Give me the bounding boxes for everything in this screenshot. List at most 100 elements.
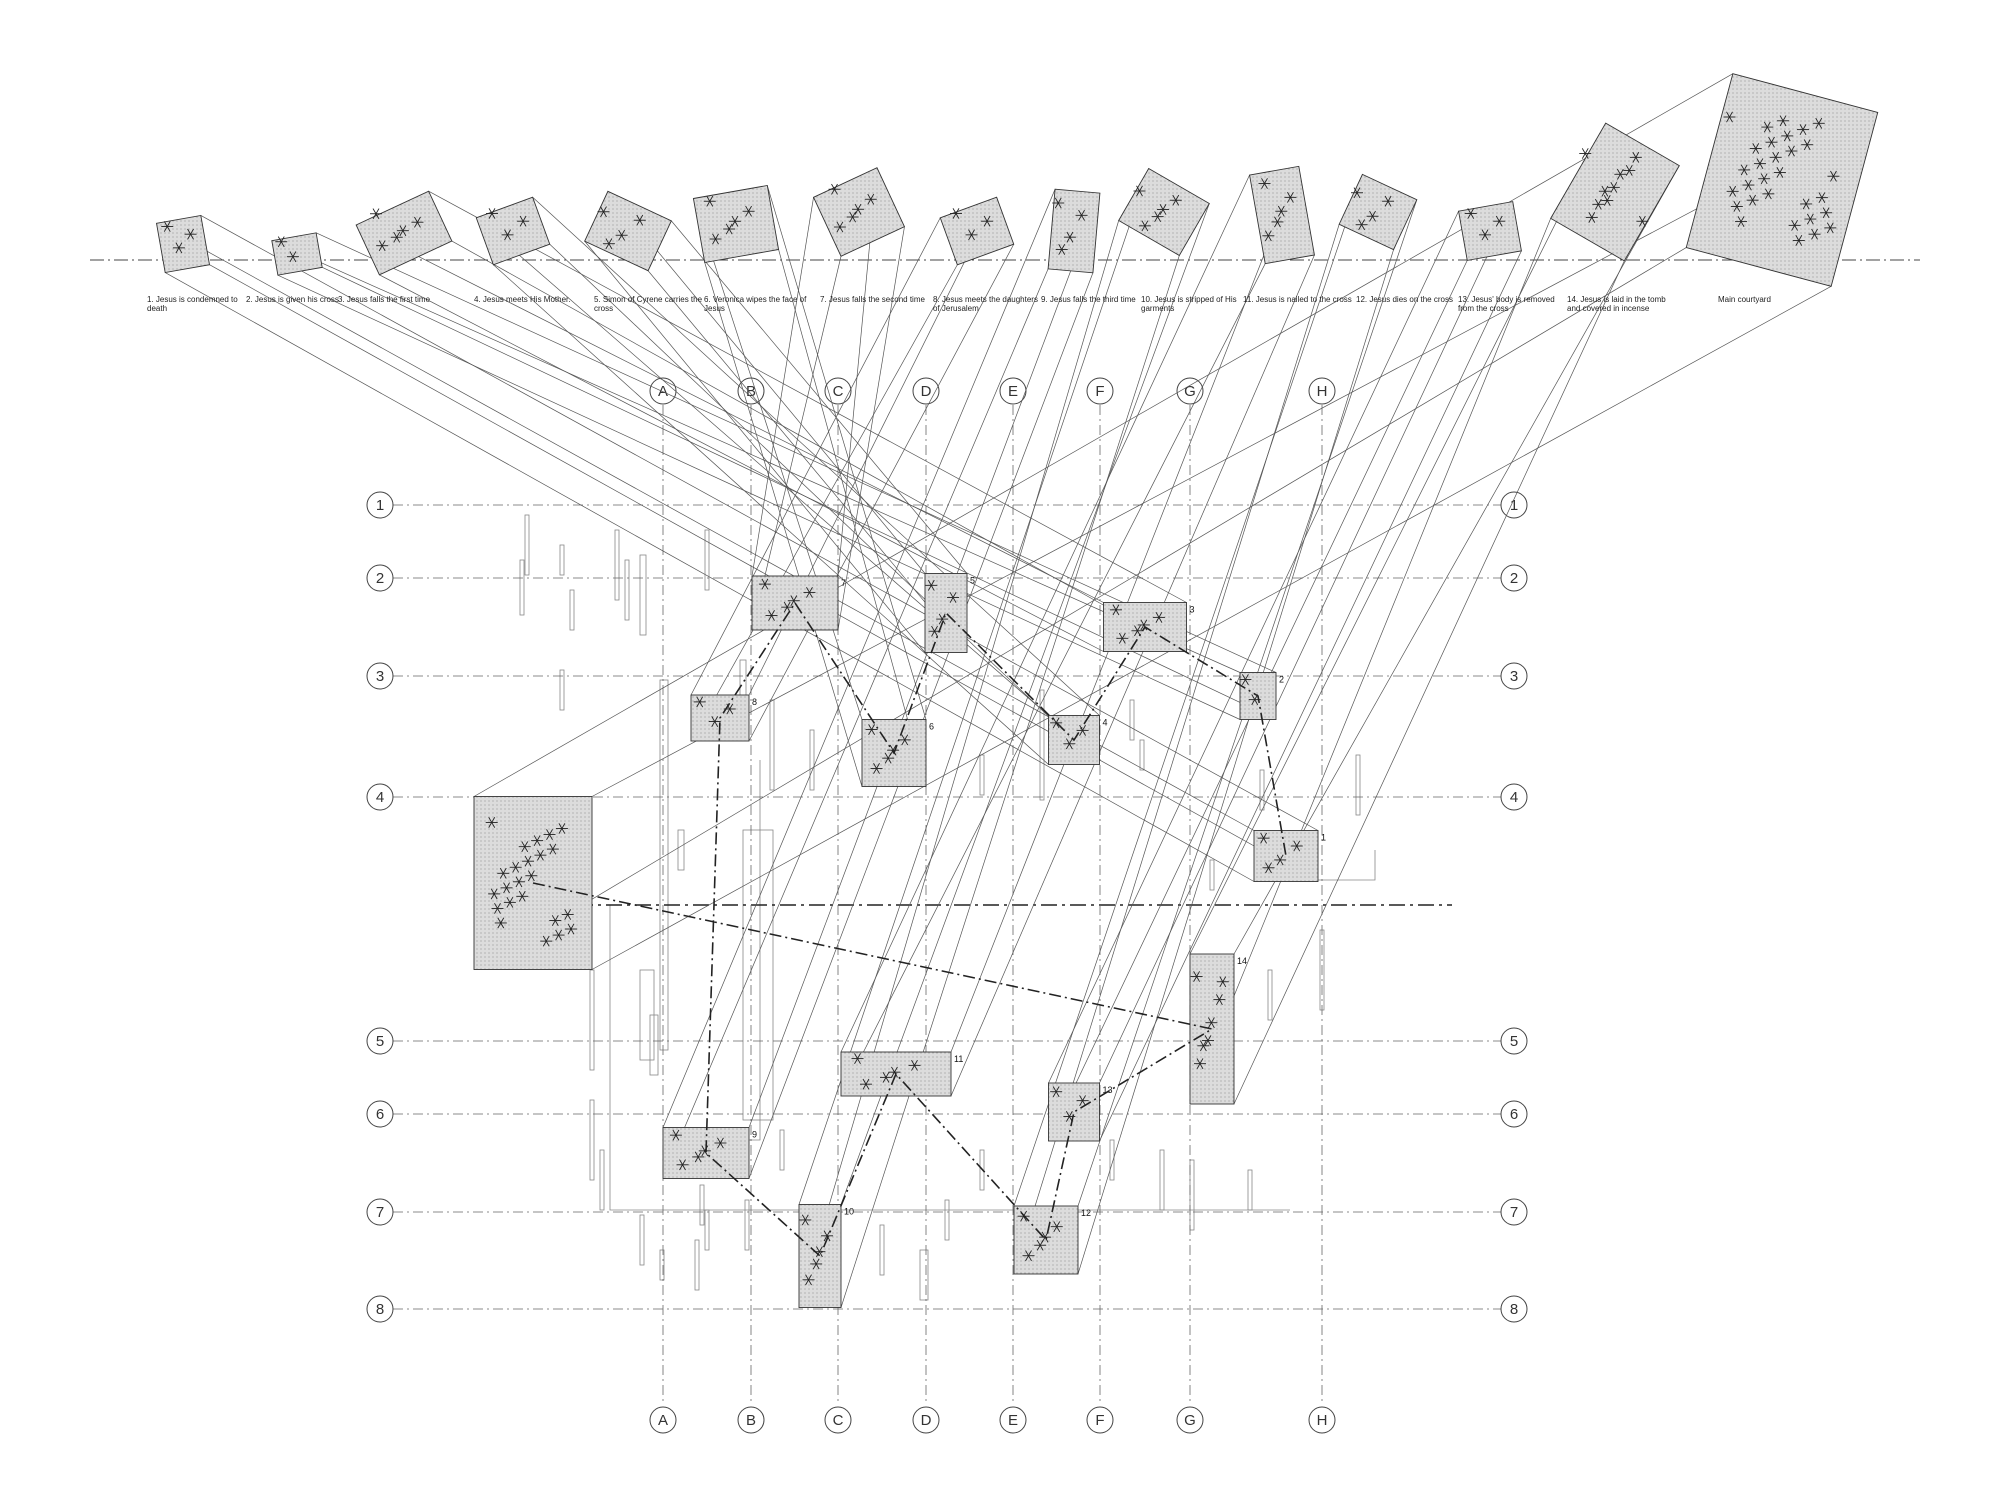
- tree-icon: [1260, 837, 1264, 844]
- tree-icon: [720, 1142, 724, 1149]
- tree-icon: [1193, 971, 1197, 977]
- tree-icon: [1268, 862, 1272, 869]
- tree-icon: [494, 903, 498, 909]
- tree-icon: [1788, 145, 1792, 152]
- tree-icon: [1134, 625, 1138, 631]
- tree-icon: [1470, 208, 1475, 214]
- tree-icon: [1290, 197, 1294, 203]
- tree-icon: [499, 867, 504, 874]
- grid-row-label-right: 6: [1510, 1106, 1518, 1123]
- projection-line: [584, 240, 926, 653]
- tree-icon: [497, 922, 502, 929]
- tree-icon: [1495, 215, 1500, 222]
- tree-icon: [986, 220, 991, 227]
- building-fragment: [1267, 969, 1273, 1021]
- grid-column-label-bottom: H: [1317, 1412, 1328, 1429]
- tree-icon: [1155, 611, 1160, 618]
- grid-bubble: [1500, 1198, 1528, 1226]
- tree-icon: [748, 205, 752, 212]
- tree-icon: [515, 881, 520, 888]
- tree-icon: [809, 592, 813, 598]
- station-plan-square: [1189, 953, 1235, 1105]
- tree-icon: [551, 915, 556, 921]
- tree-icon: [524, 860, 529, 867]
- tree-icon: [968, 229, 972, 236]
- tree-icon: [904, 734, 909, 741]
- tree-icon: [1752, 143, 1757, 149]
- tree-icon: [166, 226, 171, 232]
- tree-icon: [1743, 169, 1748, 176]
- tree-icon: [1216, 994, 1220, 1000]
- tree-icon: [971, 229, 975, 236]
- tree-icon: [1199, 1040, 1204, 1047]
- tree-icon: [1625, 165, 1630, 171]
- tree-icon: [396, 231, 401, 238]
- tree-icon: [493, 888, 498, 895]
- tree-icon: [512, 861, 517, 868]
- tree-icon: [1118, 632, 1123, 639]
- tree-icon: [1222, 976, 1227, 982]
- tree-icon: [1069, 236, 1074, 243]
- tree-icon: [1267, 235, 1272, 242]
- grid-bubble: [366, 783, 394, 811]
- tree-icon: [887, 757, 892, 764]
- station-thumbnail: [271, 232, 323, 276]
- tree-icon: [636, 214, 641, 221]
- tree-icon: [1740, 221, 1745, 228]
- tree-icon: [857, 1053, 861, 1059]
- grid-column-label-bottom: C: [833, 1412, 844, 1429]
- projection-line: [591, 112, 1878, 797]
- projection-line: [355, 224, 1104, 603]
- building-fragment: [809, 729, 815, 791]
- tree-icon: [1749, 194, 1753, 201]
- tree-icon: [1806, 218, 1811, 225]
- tree-icon: [1779, 120, 1784, 127]
- tree-icon: [1729, 116, 1733, 123]
- projection-line: [200, 215, 1319, 831]
- tree-icon: [1082, 1095, 1086, 1101]
- tree-icon: [1061, 244, 1066, 250]
- tree-icon: [1369, 216, 1373, 222]
- grid-row-label-left: 8: [376, 1301, 384, 1318]
- grid-bubble: [1500, 1100, 1528, 1128]
- tree-icon: [558, 823, 563, 829]
- procession-route: [532, 601, 1287, 1258]
- tree-icon: [1748, 184, 1752, 191]
- tree-icon: [1175, 200, 1180, 206]
- grid-bubble: [366, 1295, 394, 1323]
- tree-icon: [1613, 181, 1618, 188]
- tree-icon: [527, 860, 532, 867]
- grid-bubble: [1500, 564, 1528, 592]
- tree-icon: [931, 631, 935, 637]
- tree-icon: [1052, 722, 1057, 729]
- tree-icon: [554, 920, 559, 926]
- tree-icon: [1036, 1245, 1041, 1251]
- grid-row-label-right: 1: [1510, 497, 1518, 514]
- tree-icon: [519, 215, 524, 222]
- tree-icon: [857, 1058, 861, 1065]
- tree-icon: [1264, 183, 1268, 189]
- tree-icon: [1740, 169, 1745, 176]
- building-fragment: [659, 1249, 665, 1281]
- tree-icon: [402, 230, 407, 237]
- tree-icon: [1296, 845, 1301, 852]
- tree-icon: [521, 896, 526, 902]
- tree-icon: [1591, 211, 1596, 218]
- station-label: 14. Jesus is laid in the tomb and covere…: [1567, 295, 1666, 313]
- tree-icon: [819, 1246, 823, 1252]
- grid-bubble: [1500, 783, 1528, 811]
- tree-icon: [524, 841, 529, 847]
- tree-icon: [567, 923, 572, 930]
- tree-icon: [862, 1078, 867, 1085]
- tree-icon: [1802, 198, 1807, 205]
- tree-icon: [1809, 218, 1814, 225]
- tree-icon: [1795, 235, 1800, 241]
- projection-line: [493, 264, 1049, 765]
- tree-icon: [1242, 679, 1246, 685]
- station-label: 12. Jesus dies on the cross: [1356, 295, 1453, 304]
- tree-icon: [672, 1134, 677, 1141]
- tree-icon: [540, 849, 544, 856]
- tree-icon: [1361, 224, 1366, 231]
- tree-icon: [771, 615, 775, 621]
